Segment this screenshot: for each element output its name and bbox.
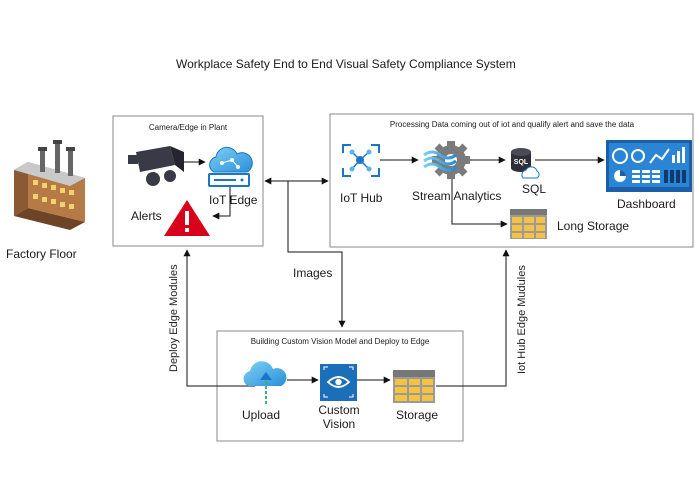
upload-label: Upload: [242, 408, 281, 422]
long-storage-label: Long Storage: [557, 219, 630, 233]
custom-vision-label-line1: Custom: [318, 403, 360, 417]
iot-hub-icon: [342, 144, 380, 177]
edge-alert-connector: [212, 186, 231, 220]
stream-analytics-label: Stream Analytics: [412, 189, 502, 203]
iot-hub-label: IoT Hub: [340, 191, 383, 205]
deploy-edge-modules-label: Deploy Edge Modules: [168, 264, 180, 372]
table-storage-icon-long: [510, 209, 547, 239]
custom-vision-label-line2: Vision: [322, 417, 356, 431]
camera-edge-group-title: Camera/Edge in Plant: [148, 123, 228, 132]
custom-vision-group-title: Building Custom Vision Model and Deploy …: [250, 337, 430, 346]
camera-icon: [128, 146, 184, 186]
stream-analytics-icon: [423, 141, 470, 179]
alerts-label: Alerts: [131, 209, 162, 223]
iot-hub-edge-modules-label: Iot Hub Edge Mudules: [516, 265, 528, 374]
svg-text:SQL: SQL: [514, 159, 529, 166]
cloud-upload-icon: [243, 361, 287, 404]
deploy-edge-modules-connector: [183, 249, 255, 387]
custom-vision-icon: [320, 364, 357, 401]
iot-edge-icon: [208, 146, 253, 187]
factory-floor-label: Factory Floor: [6, 247, 77, 261]
processing-group-title: Processing Data coming out of iot and qu…: [389, 120, 635, 129]
sql-label: SQL: [522, 182, 547, 196]
dashboard-icon: [606, 140, 692, 192]
diagram-title: Workplace Safety End to End Visual Safet…: [176, 57, 516, 71]
sql-database-icon: SQL: [511, 148, 540, 179]
alert-icon: [164, 200, 210, 236]
storage-label: Storage: [396, 408, 439, 422]
dashboard-label: Dashboard: [617, 197, 676, 211]
images-connector-label: Images: [293, 266, 333, 280]
iot-edge-label: IoT Edge: [209, 193, 258, 207]
table-storage-icon: [393, 370, 435, 403]
iot-hub-edge-modules-connector: [436, 249, 510, 387]
factory-icon: [14, 140, 85, 230]
stream-longstorage-connector: [451, 178, 508, 228]
images-connector: [287, 181, 346, 328]
